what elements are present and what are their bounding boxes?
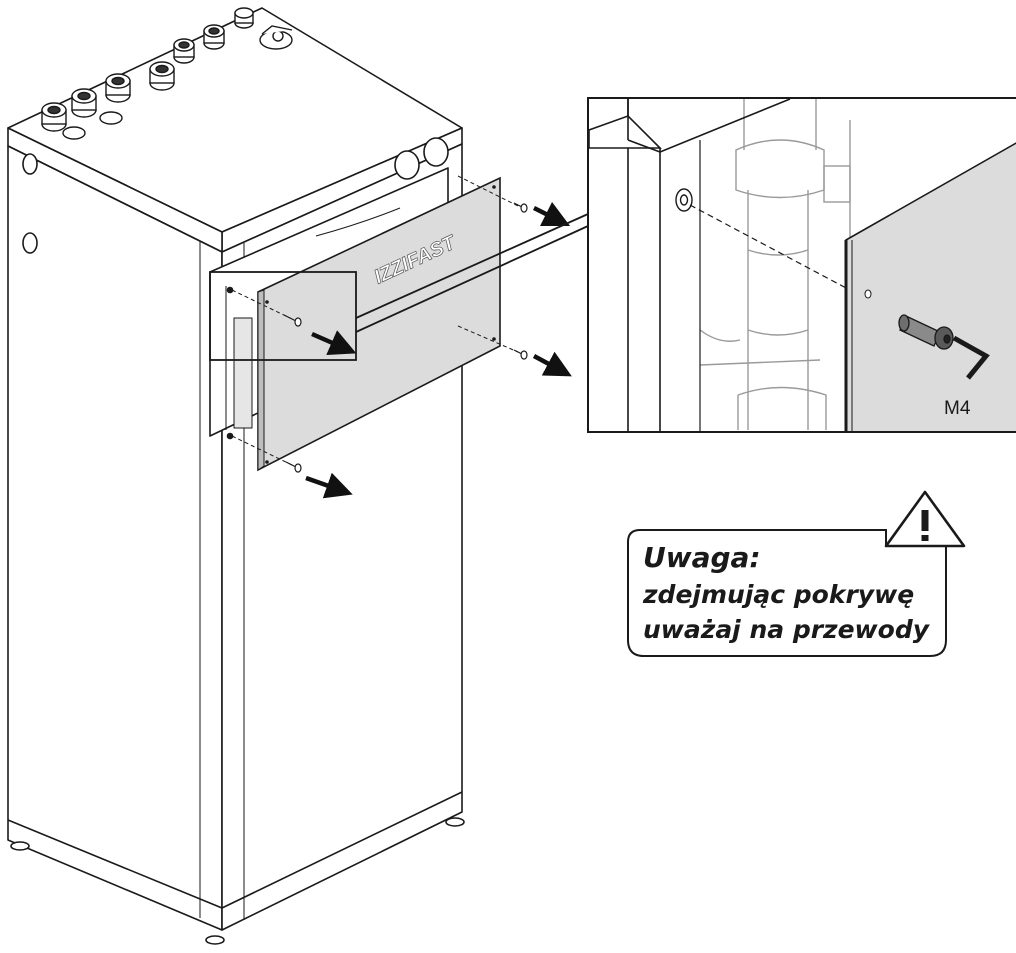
heat-pump-unit [7, 7, 465, 945]
valve [259, 25, 293, 50]
unit-left-side [7, 145, 223, 931]
connector [71, 88, 97, 118]
connector [173, 38, 195, 64]
zoom-callout [209, 213, 589, 361]
detail-inset: M4 [587, 97, 1016, 433]
detail-screw-path [689, 204, 911, 323]
warning-triangle-icon [884, 490, 966, 548]
detail-screw-icon [898, 314, 954, 350]
arrow-icon [311, 330, 357, 355]
arrow-icon [305, 472, 353, 499]
frame-screw-hole [675, 188, 693, 212]
warning-line-2: uważaj na przewody [643, 615, 931, 644]
zoom-source-box [209, 271, 357, 361]
connector [149, 61, 175, 91]
detail-pipe [699, 99, 851, 430]
warning-box [627, 529, 947, 657]
connector [234, 7, 254, 29]
front-cover-panel: IZZIFAST [257, 176, 501, 472]
arrow-icon [532, 201, 571, 227]
screw-icon [285, 461, 302, 473]
arrow-icon [532, 351, 572, 377]
screw-paths [231, 175, 519, 466]
connector [105, 73, 131, 103]
warning-heading: Uwaga: [643, 541, 761, 574]
warning-line-1: zdejmując pokrywę [642, 580, 914, 609]
removal-arrows [305, 201, 572, 499]
top-connectors [41, 7, 293, 140]
screws [283, 202, 528, 473]
allen-key-icon [952, 335, 990, 380]
warning-callout: Uwaga: zdejmując pokrywę uważaj na przew… [627, 490, 966, 657]
tool-size-label: M4 [944, 398, 971, 419]
connector [41, 102, 67, 132]
screw-icon [283, 314, 302, 327]
screw-icon [513, 349, 528, 360]
screw-icon [513, 202, 528, 213]
connector [203, 24, 225, 50]
